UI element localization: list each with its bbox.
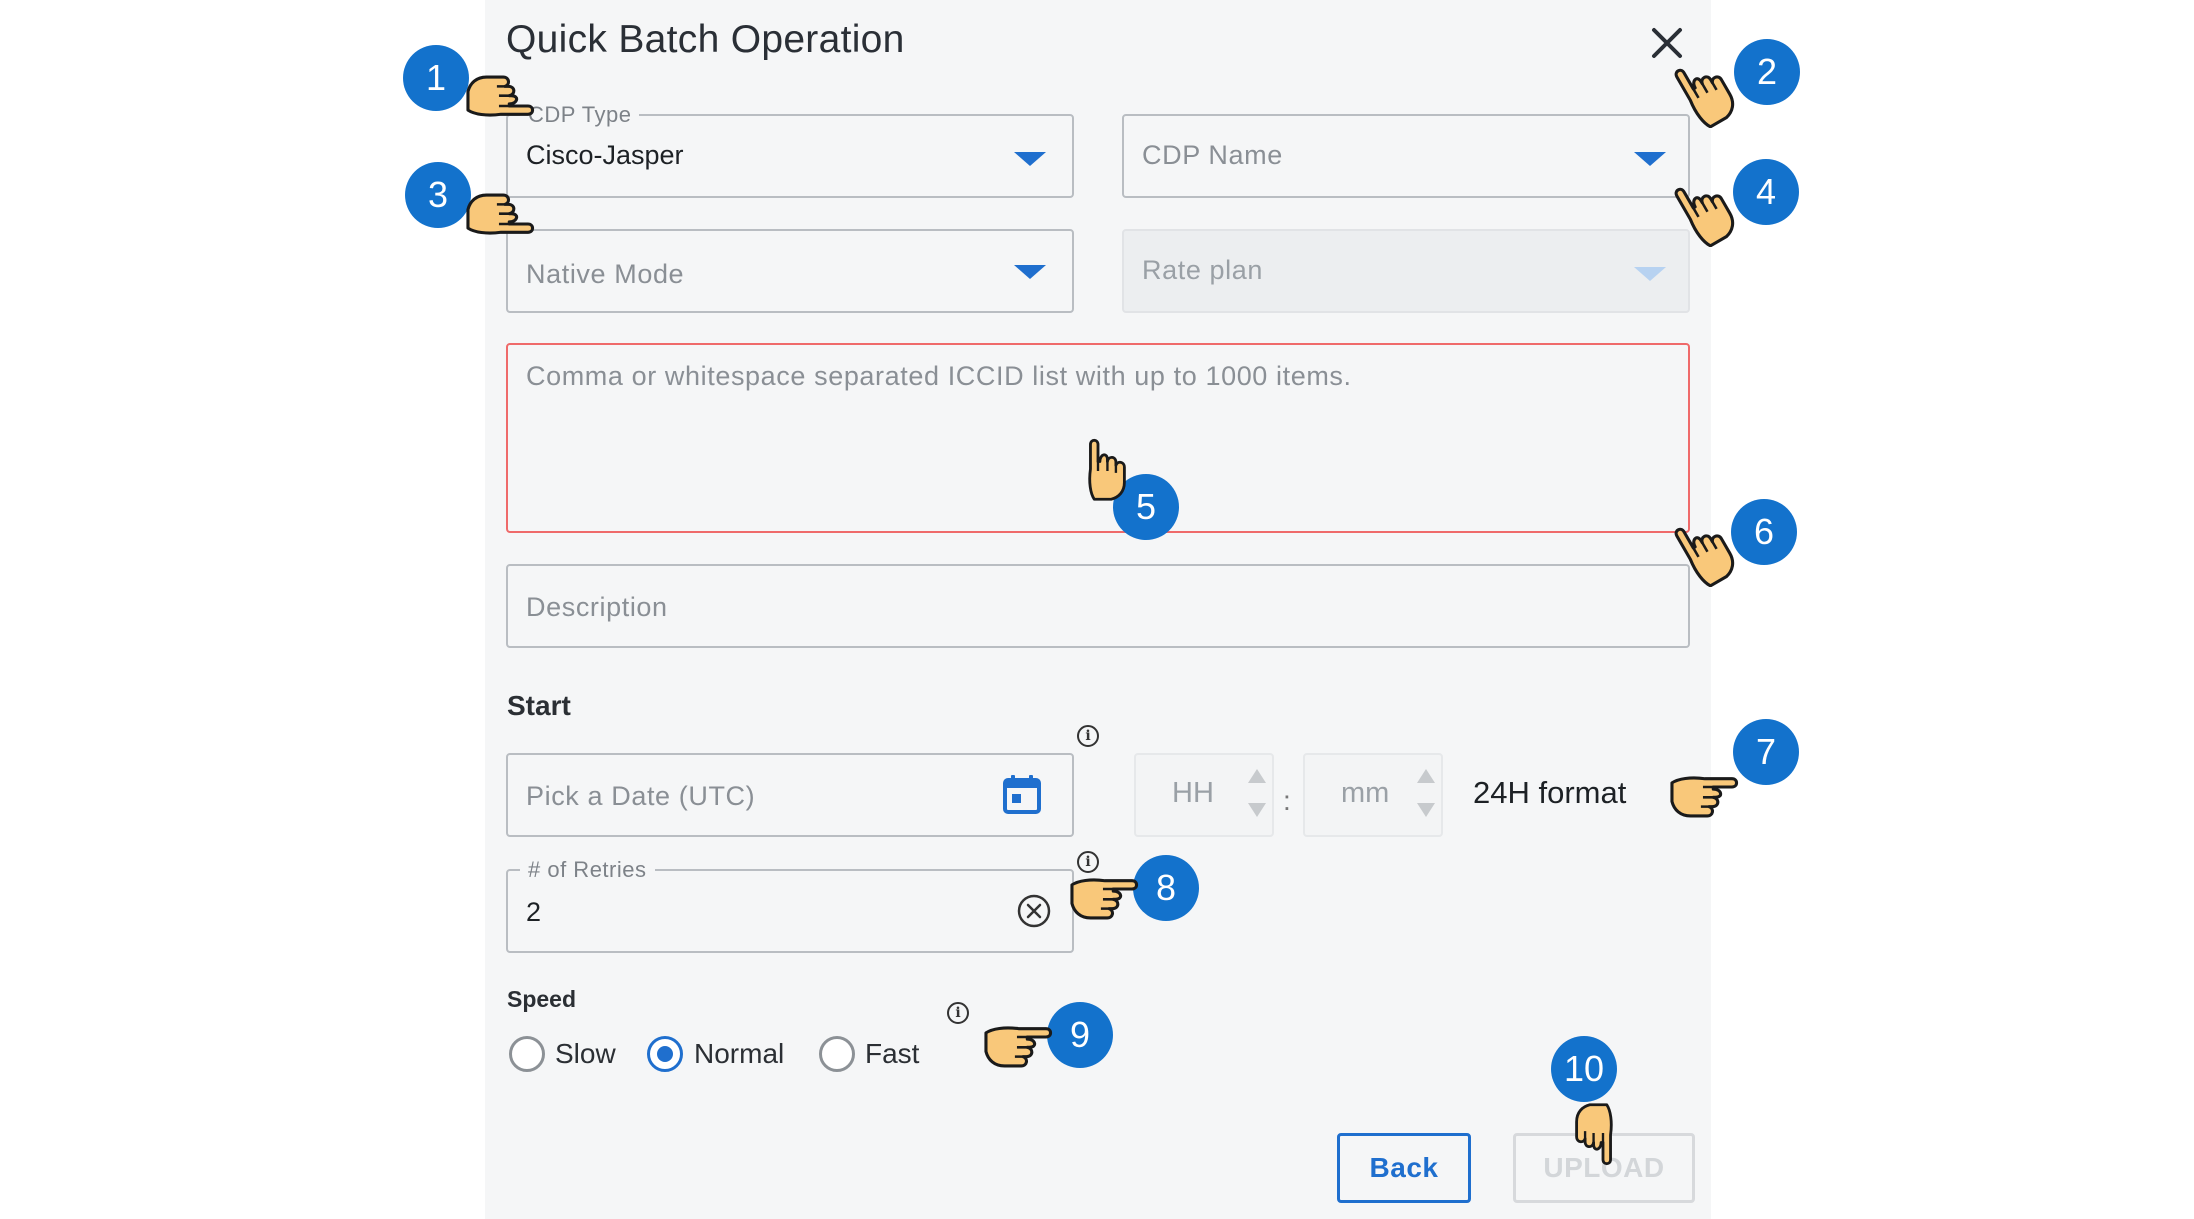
mode-placeholder: Native Mode [526, 259, 685, 289]
rate-plan-placeholder: Rate plan [1142, 255, 1263, 285]
info-icon[interactable]: i [1077, 725, 1099, 747]
chevron-down-icon [1014, 265, 1046, 279]
start-label: Start [507, 690, 571, 721]
speed-slow-label[interactable]: Slow [555, 1038, 616, 1069]
callout-badge: 10 [1551, 1036, 1617, 1102]
cdp-name-select[interactable]: CDP Name [1122, 114, 1690, 198]
callout-badge: 7 [1733, 719, 1799, 785]
pointing-hand-icon [1070, 878, 1139, 920]
speed-label: Speed [507, 986, 577, 1012]
retries-legend: # of Retries [520, 857, 655, 883]
close-icon[interactable] [1646, 22, 1688, 64]
callout-badge: 3 [405, 162, 471, 228]
speed-fast-label[interactable]: Fast [865, 1038, 920, 1069]
cdp-type-select[interactable]: CDP Type Cisco-Jasper [506, 102, 1074, 198]
cdp-name-placeholder: CDP Name [1142, 140, 1283, 170]
minute-placeholder: mm [1341, 777, 1390, 809]
pointing-hand-icon [1670, 776, 1739, 818]
speed-normal-radio[interactable] [647, 1036, 683, 1072]
info-icon[interactable]: i [1077, 851, 1099, 873]
pointing-hand-icon [984, 1026, 1053, 1068]
callout-badge: 6 [1731, 499, 1797, 565]
chevron-down-icon [1014, 152, 1046, 166]
iccid-list-textarea[interactable]: Comma or whitespace separated ICCID list… [506, 343, 1690, 533]
rate-plan-select[interactable]: Rate plan [1122, 229, 1690, 313]
decrement-arrow-icon[interactable] [1417, 803, 1435, 817]
chevron-down-icon [1634, 267, 1666, 281]
mode-select[interactable]: Native Mode [506, 229, 1074, 313]
increment-arrow-icon[interactable] [1417, 769, 1435, 783]
pointing-hand-icon [1672, 525, 1736, 587]
increment-arrow-icon[interactable] [1248, 769, 1266, 783]
pointing-hand-icon [466, 193, 535, 235]
hour-placeholder: HH [1172, 777, 1214, 809]
speed-normal-label[interactable]: Normal [694, 1038, 785, 1069]
calendar-icon[interactable] [1002, 773, 1042, 815]
start-hour-input[interactable]: HH [1134, 753, 1274, 837]
cdp-type-value: Cisco-Jasper [526, 140, 684, 170]
callout-badge: 9 [1047, 1002, 1113, 1068]
retries-value: 2 [526, 897, 542, 927]
pointing-hand-icon [1672, 66, 1736, 128]
info-icon[interactable]: i [947, 1002, 969, 1024]
back-button[interactable]: Back [1337, 1133, 1471, 1203]
callout-badge: 4 [1733, 159, 1799, 225]
dialog-title: Quick Batch Operation [506, 18, 905, 61]
start-date-picker[interactable]: Pick a Date (UTC) [506, 753, 1074, 837]
start-minute-input[interactable]: mm [1303, 753, 1443, 837]
callout-badge: 8 [1133, 855, 1199, 921]
description-placeholder: Description [526, 592, 668, 622]
callout-badge: 1 [403, 45, 469, 111]
pointing-hand-icon [1088, 438, 1126, 501]
time-separator: : [1283, 785, 1291, 816]
iccid-placeholder: Comma or whitespace separated ICCID list… [526, 361, 1352, 391]
speed-fast-radio[interactable] [819, 1036, 855, 1072]
pointing-hand-icon [466, 75, 535, 117]
speed-slow-radio[interactable] [509, 1036, 545, 1072]
decrement-arrow-icon[interactable] [1248, 803, 1266, 817]
cdp-type-legend: CDP Type [520, 102, 640, 128]
pointing-hand-icon [1575, 1103, 1613, 1166]
pointing-hand-icon [1672, 185, 1736, 247]
chevron-down-icon [1634, 152, 1666, 166]
callout-badge: 2 [1734, 39, 1800, 105]
time-format-hint: 24H format [1473, 775, 1627, 810]
start-date-placeholder: Pick a Date (UTC) [526, 781, 756, 811]
description-input[interactable]: Description [506, 564, 1690, 648]
retries-input[interactable]: # of Retries 2 [506, 857, 1074, 953]
clear-icon[interactable] [1016, 893, 1052, 929]
